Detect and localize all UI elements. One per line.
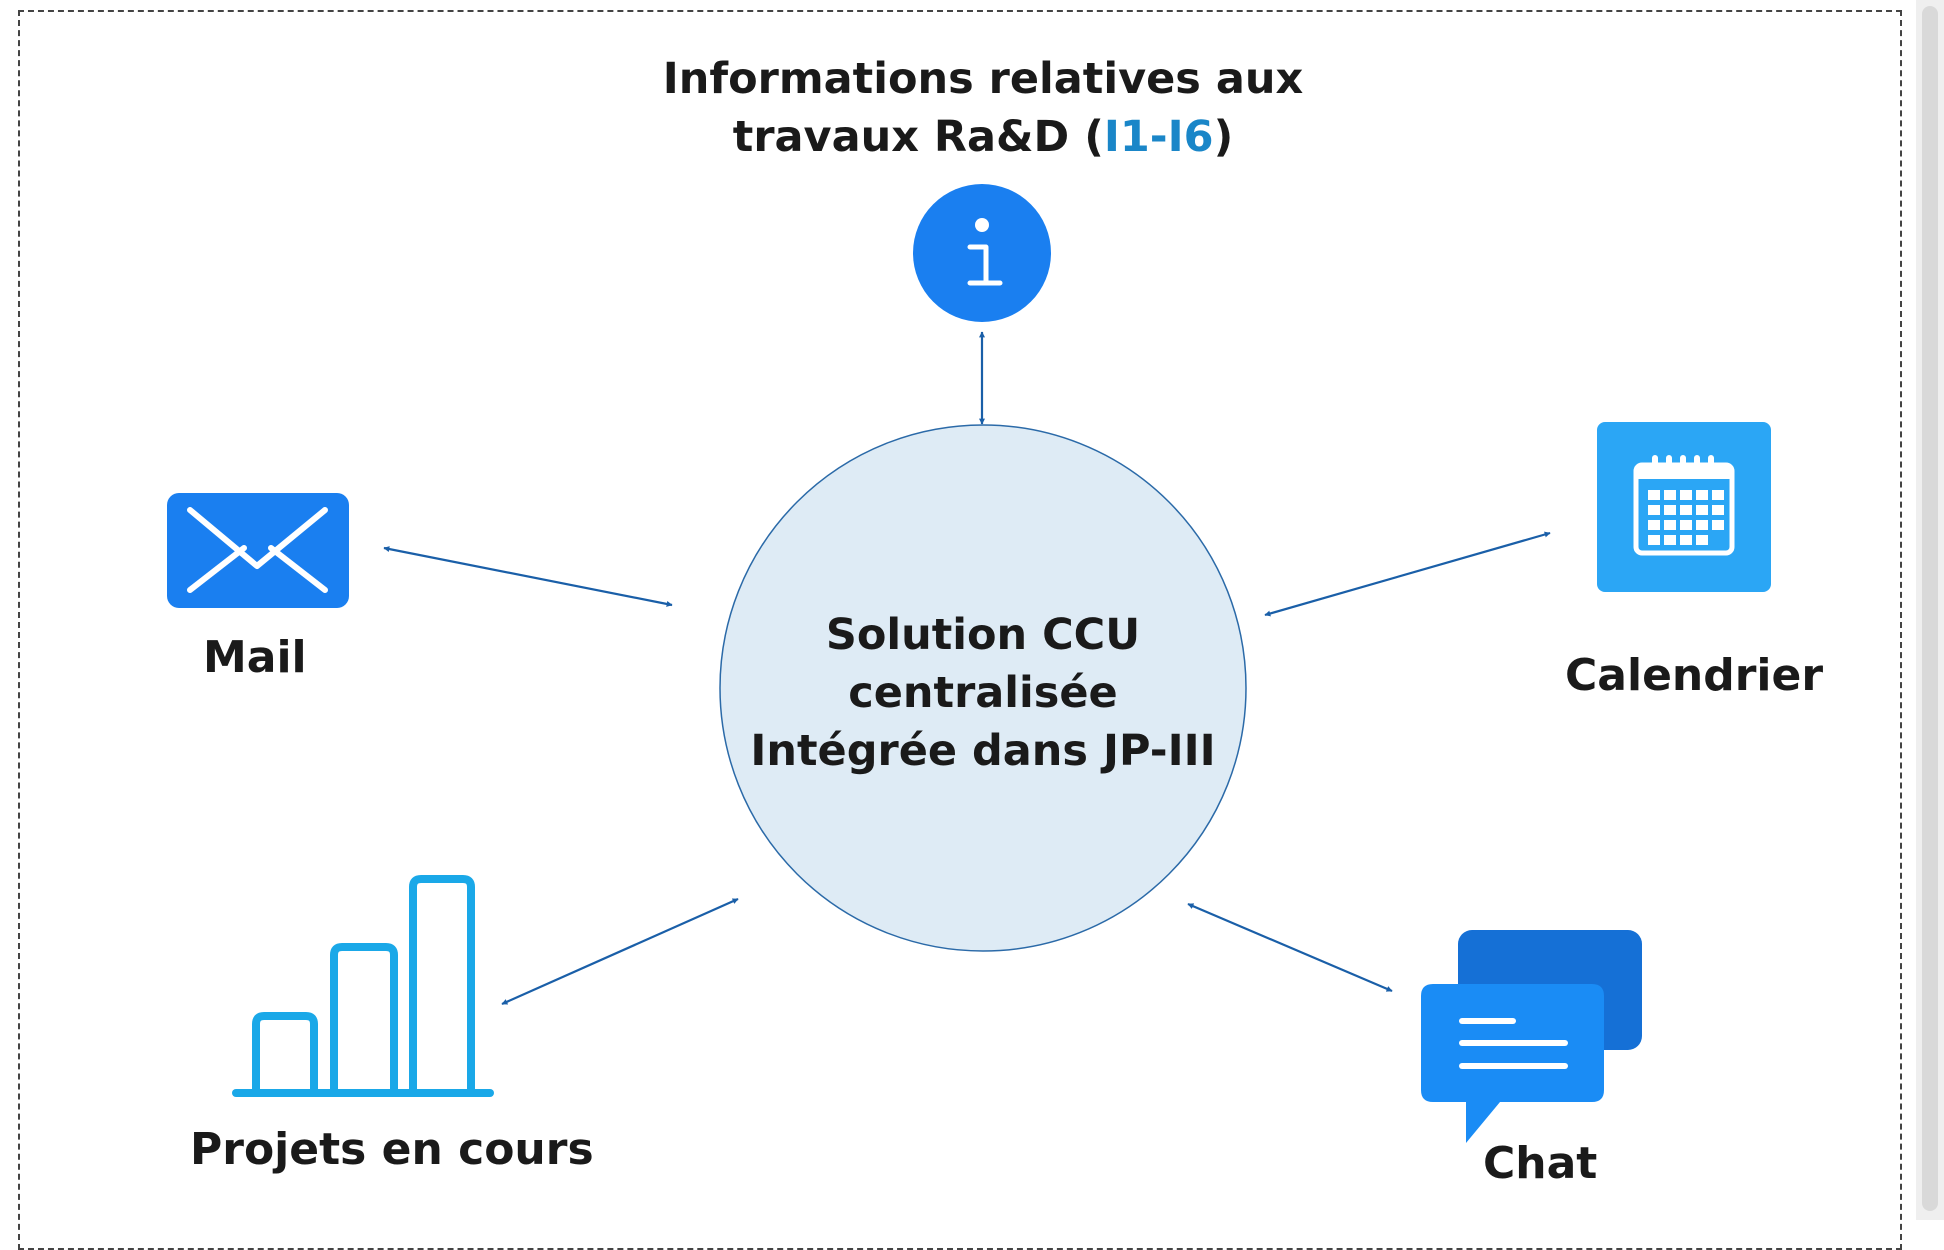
- connector-chat: [1187, 902, 1393, 993]
- chat-label: Chat: [1483, 1138, 1598, 1189]
- mail-icon: [167, 493, 349, 608]
- bar-chart-icon: [232, 875, 494, 1097]
- projects-label: Projets en cours: [190, 1124, 594, 1175]
- hub-label-line-2: centralisée: [848, 668, 1118, 718]
- title-line-1: Informations relatives aux: [662, 54, 1304, 104]
- hub-label-line-3: Intégrée dans JP-III: [750, 726, 1216, 776]
- connector-projects: [501, 897, 739, 1006]
- hub-label-line-1: Solution CCU: [825, 610, 1141, 660]
- connector-calendar: [1264, 531, 1551, 617]
- connector-mail: [383, 546, 673, 607]
- chat-icon: [1421, 930, 1642, 1143]
- hub-circle: [719, 424, 1247, 952]
- title-line-2-suffix: ): [1213, 112, 1234, 162]
- scrollbar-thumb[interactable]: [1922, 6, 1938, 1211]
- diagram-title: Informations relatives aux travaux Ra&D …: [620, 50, 1346, 166]
- diagram-canvas: Informations relatives aux travaux Ra&D …: [18, 0, 1944, 1250]
- hub-label: Solution CCU centralisée Intégrée dans J…: [722, 606, 1244, 780]
- mail-label: Mail: [203, 632, 307, 683]
- calendar-label: Calendrier: [1565, 650, 1824, 701]
- title-line-2: travaux Ra&D (I1-I6): [620, 108, 1346, 166]
- diagram-graphics: [167, 184, 1771, 1143]
- calendar-icon: [1597, 422, 1771, 592]
- info-icon: [913, 184, 1051, 322]
- title-line-2-prefix: travaux Ra&D (: [732, 112, 1104, 162]
- title-accent-range: I1-I6: [1103, 112, 1214, 162]
